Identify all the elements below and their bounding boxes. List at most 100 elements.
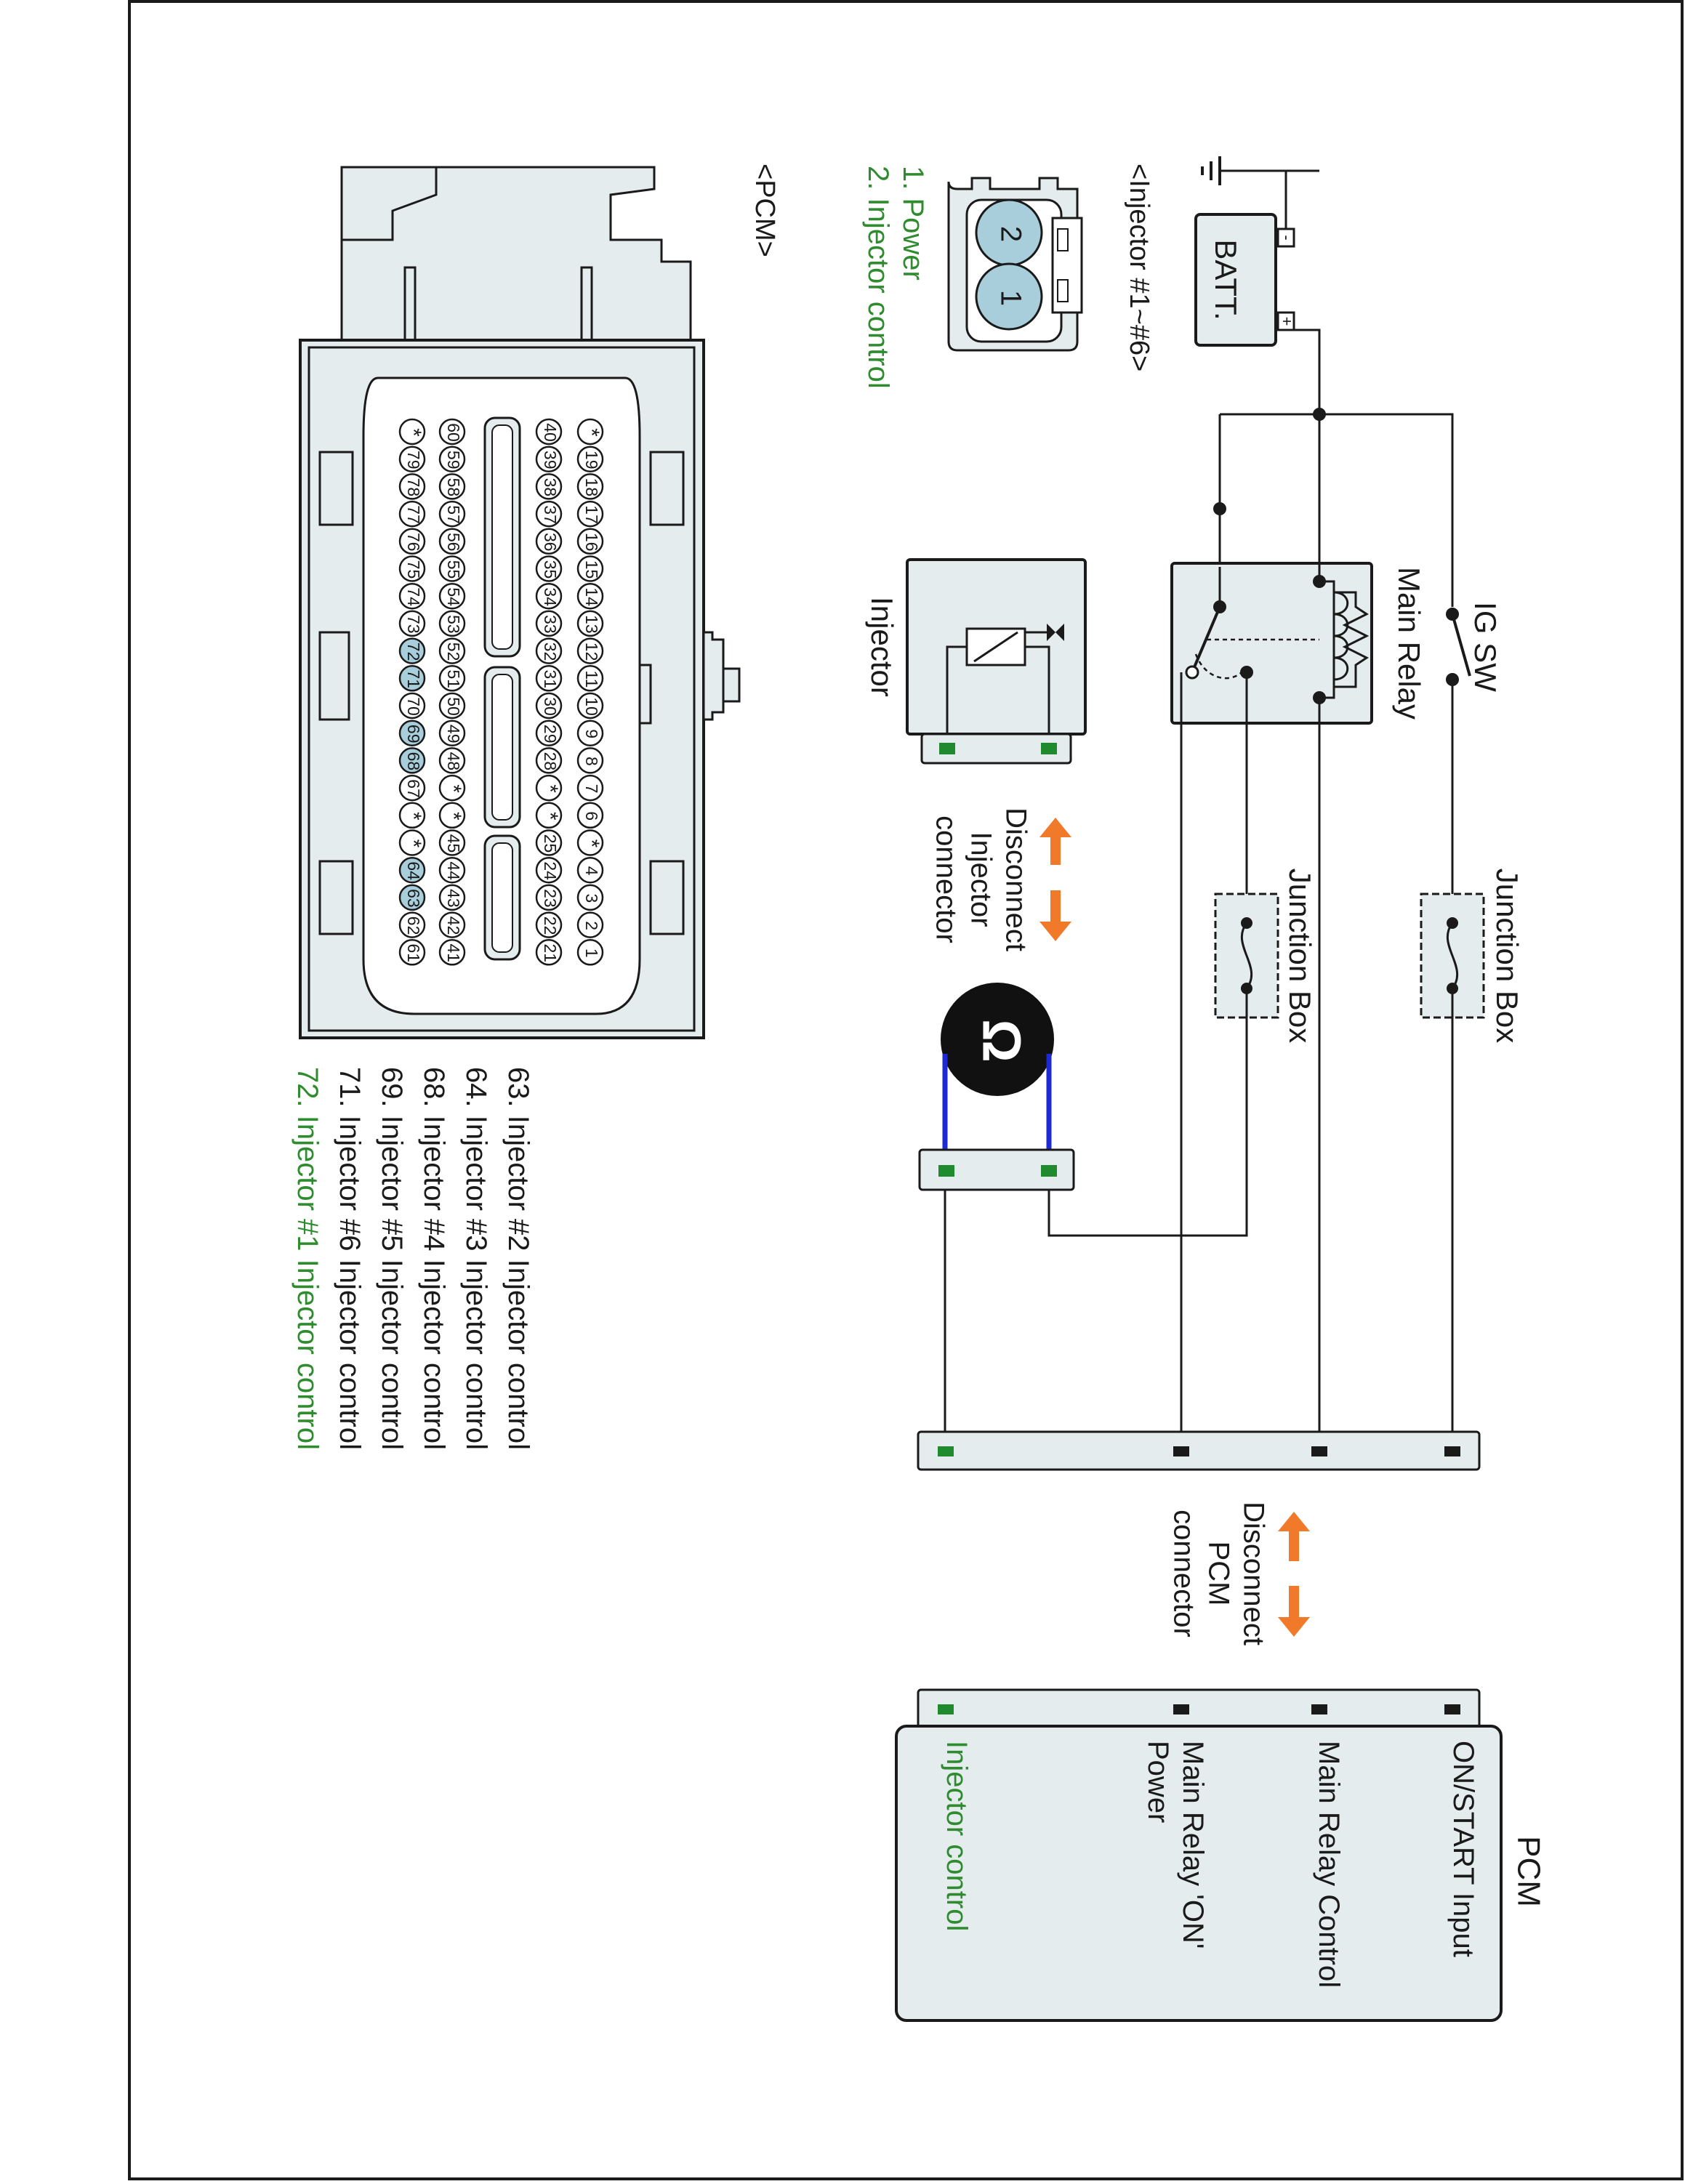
- pcm-pin-1-8: [576, 610, 604, 637]
- pcm-pin-label: *: [401, 839, 425, 848]
- pcm-pin-3-3: [438, 473, 466, 500]
- pcm-pin-2-4: [535, 500, 563, 528]
- junction-box-1-label: Junction Box: [1490, 869, 1524, 1043]
- pcm-pin-label: 6: [582, 811, 601, 821]
- pcm-pin-label: 64: [404, 861, 423, 880]
- injector-pin-2-label: 2: [994, 226, 1026, 242]
- pcm-pin-label: 3: [582, 894, 601, 903]
- pcm-pin-label: 38: [541, 478, 560, 497]
- pcm-pin-label: 19: [582, 451, 601, 470]
- battery: BATT. - +: [1194, 213, 1296, 347]
- pcm-pin-label: *: [401, 428, 425, 437]
- pcm-pin-2-17: [535, 856, 563, 884]
- battery-plus: +: [1278, 317, 1296, 326]
- ohm-icon: Ω: [971, 1019, 1031, 1062]
- pcm-pin-label: 32: [541, 642, 560, 661]
- pcm-pin-1-1: [576, 418, 604, 446]
- pcm-pin-label: 73: [404, 615, 423, 634]
- pcm-pin-label: 35: [541, 560, 560, 579]
- pcm-pin-1-14: [576, 774, 604, 802]
- pcm-pin-label: 79: [404, 451, 423, 470]
- pcm-pin-4-16: [398, 829, 426, 856]
- pcm-pin-3-13: [438, 747, 466, 774]
- injector-pin-1-label: 1: [994, 290, 1026, 306]
- pcm-pin-2-1: [535, 418, 563, 446]
- pcm-pin-2-10: [535, 665, 563, 692]
- pcm-pin-label: 12: [582, 642, 601, 661]
- pcm-pin-2-13: [535, 747, 563, 774]
- pcm-pin-label: 8: [582, 757, 601, 766]
- pcm-connector-face: *191817161514131211109876*43214039383736…: [299, 166, 741, 1039]
- pcm-pin-63-desc: 63. Injector #2 Injector control: [502, 1067, 534, 1450]
- pcm-pin-4-2: [398, 446, 426, 472]
- pcm-pin-label: 75: [404, 560, 423, 579]
- pcm-pin-label: *: [538, 812, 562, 821]
- main-relay-label: Main Relay: [1392, 567, 1426, 720]
- pcm-pin-1-16: [576, 829, 604, 856]
- pcm-pin-label: 52: [444, 642, 463, 661]
- pcm-pin-label: 58: [444, 478, 463, 497]
- pcm-pin-label: 21: [541, 944, 560, 963]
- pcm-pin-label: 68: [404, 752, 423, 771]
- pcm-box-title: PCM: [1511, 1836, 1546, 1907]
- pcm-pin-label: 54: [444, 587, 463, 606]
- pcm-pin-3-11: [438, 692, 466, 720]
- pcm-pin-2-8: [535, 610, 563, 637]
- pcm-pin-label: 48: [444, 752, 463, 771]
- pcm-pin-label: 44: [444, 861, 463, 880]
- pcm-pin-label: 62: [404, 916, 423, 935]
- disconnect-pcm-arrows: [1278, 1512, 1310, 1637]
- pcm-pin-2-2: [535, 446, 563, 472]
- pcm-pin-2-14: [535, 774, 563, 802]
- pcm-pin-3-18: [438, 884, 466, 911]
- pcm-pin-3-17: [438, 856, 466, 884]
- pcm-pin-4-9: [398, 637, 426, 664]
- injector-harness-connector: [918, 1148, 1075, 1191]
- pcm-pin-3-15: [438, 802, 466, 829]
- pcm-pin-1-20: [576, 939, 604, 966]
- pcm-pin-label: 60: [444, 423, 463, 442]
- pcm-pin-3-8: [438, 610, 466, 637]
- pcm-pin-label: 22: [541, 916, 560, 935]
- pcm-pin-label: 39: [541, 451, 560, 470]
- pcm-pin-1-4: [576, 500, 604, 528]
- main-relay: Main Relay: [1170, 562, 1426, 725]
- junction-box-2: Junction Box: [1214, 869, 1317, 1043]
- pcm-pin-69-desc: 69. Injector #5 Injector control: [376, 1067, 408, 1450]
- pcm-pin-64-desc: 64. Injector #3 Injector control: [460, 1067, 492, 1450]
- pcm-pin-label: 16: [582, 533, 601, 552]
- pcm-pin-label: 10: [582, 697, 601, 716]
- pcm-pin-4-5: [398, 528, 426, 555]
- disconnect-injector-arrows: [1039, 818, 1071, 941]
- pcm-pin-1-7: [576, 582, 604, 610]
- injector-connector-face: 2 1: [947, 177, 1083, 352]
- pcm-pin-label: 29: [541, 725, 560, 744]
- pcm-pin-label: 77: [404, 505, 423, 524]
- pcm-pin-label: 7: [582, 784, 601, 794]
- pcm-pin-label: 36: [541, 533, 560, 552]
- pcm-pin-2-9: [535, 637, 563, 664]
- pcm-pin-4-3: [398, 473, 426, 500]
- pcm-pin-label: 14: [582, 587, 601, 606]
- pcm-pin-2-12: [535, 720, 563, 746]
- junction-box-1: Junction Box: [1420, 869, 1524, 1043]
- pcm-pin-label: 45: [444, 834, 463, 853]
- pcm-pin-3-14: [438, 774, 466, 802]
- pcm-pin-1-18: [576, 884, 604, 911]
- pcm-pin-label: 76: [404, 533, 423, 552]
- junction-box-2-label: Junction Box: [1283, 869, 1317, 1043]
- pcm-pin-1-15: [576, 802, 604, 829]
- pcm-pin-1-12: [576, 720, 604, 746]
- pcm-pin-4-4: [398, 500, 426, 528]
- pcm-pin-72-desc: 72. Injector #1 Injector control: [291, 1067, 323, 1450]
- pcm-pin-4-17: [398, 856, 426, 884]
- pcm-pin-1-2: [576, 446, 604, 472]
- disconnect-pcm-line2: PCM: [1202, 1542, 1234, 1606]
- pcm-pin-label: *: [579, 428, 603, 437]
- pcm-pin-label: 33: [541, 615, 560, 634]
- pcm-pin-2-3: [535, 473, 563, 500]
- pcm-pin-label: 1: [582, 948, 601, 958]
- pcm-pin-label: 59: [444, 451, 463, 470]
- pcm-pin-2-19: [535, 911, 563, 938]
